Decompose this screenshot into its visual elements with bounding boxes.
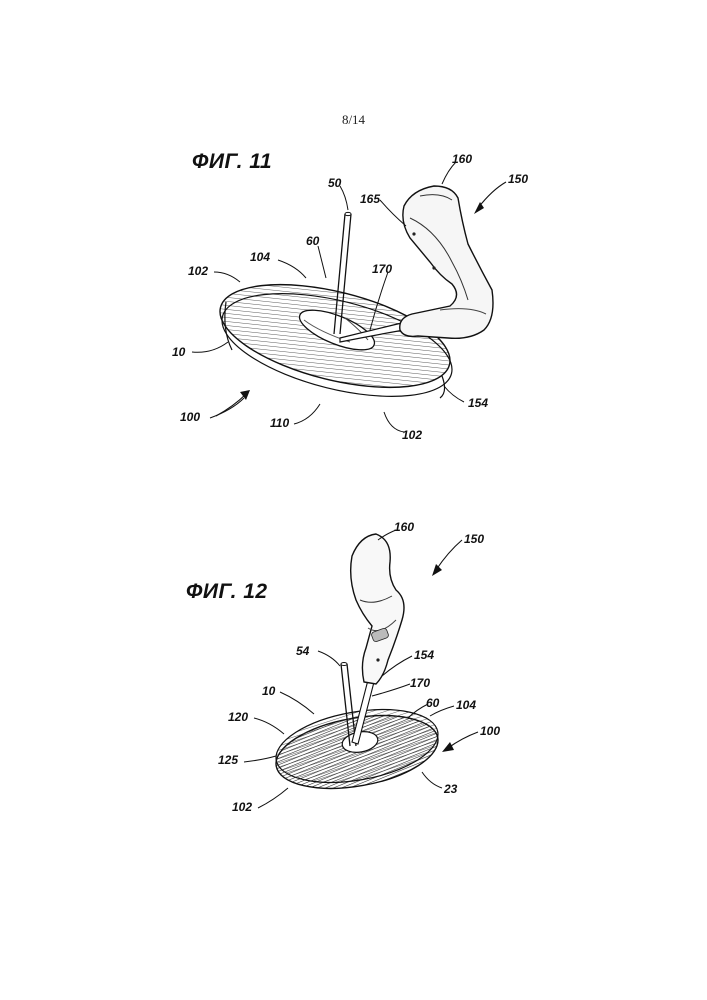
ref-label-23: 23	[444, 782, 457, 796]
disc-implant-fig12	[270, 698, 443, 799]
figure-12-title: ФИГ. 12	[186, 580, 268, 604]
ref-label-10: 10	[172, 345, 185, 359]
ref-label-120: 120	[228, 710, 248, 724]
ref-label-110: 110	[270, 416, 289, 430]
arrow-100-fig11	[216, 390, 250, 416]
ref-label-102-bottom: 102	[402, 428, 422, 442]
ref-label-102: 102	[188, 264, 208, 278]
ref-label-100-fig12: 100	[480, 724, 500, 738]
ref-label-60: 60	[306, 234, 319, 248]
ref-label-165: 165	[360, 192, 380, 206]
ref-label-104: 104	[250, 250, 270, 264]
ref-label-104-fig12: 104	[456, 698, 476, 712]
ref-label-100: 100	[180, 410, 200, 424]
figure-11-drawing	[192, 162, 506, 432]
ref-label-125: 125	[218, 753, 238, 767]
ref-label-60-fig12: 60	[426, 696, 439, 710]
ref-label-154-fig12: 154	[414, 648, 434, 662]
ref-label-160-fig12: 160	[394, 520, 414, 534]
ref-label-150: 150	[508, 172, 528, 186]
ref-label-54: 54	[296, 644, 309, 658]
ref-label-170-fig12: 170	[410, 676, 430, 690]
ref-label-160: 160	[452, 152, 472, 166]
figure-11-title: ФИГ. 11	[192, 150, 272, 174]
ref-label-154: 154	[468, 396, 488, 410]
arrow-100-fig12	[442, 732, 478, 752]
ref-label-170: 170	[372, 262, 392, 276]
ref-label-102-fig12: 102	[232, 800, 252, 814]
ref-label-150-fig12: 150	[464, 532, 484, 546]
arrow-150-fig12	[432, 540, 462, 576]
ref-label-50: 50	[328, 176, 341, 190]
figure-12-drawing	[244, 530, 478, 808]
arrow-150-fig11	[474, 182, 506, 214]
ref-label-10-fig12: 10	[262, 684, 275, 698]
